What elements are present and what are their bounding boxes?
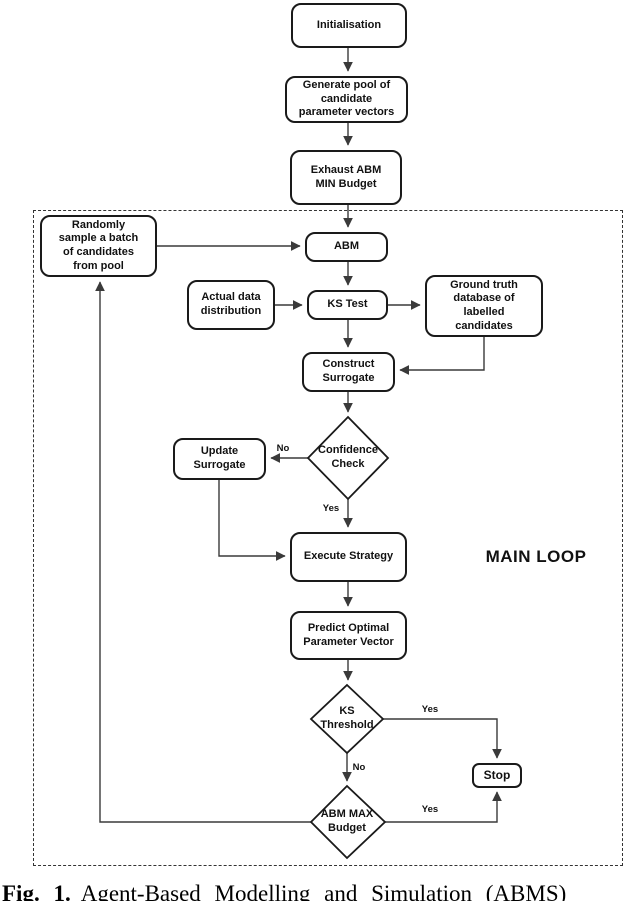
main-loop-region-label: MAIN LOOP [485, 547, 587, 566]
diamond-label-confidence-check: Confidence Check [318, 444, 378, 470]
edge-budget-no-loop-to-sample [95, 281, 311, 823]
diamond-ks-threshold [309, 683, 385, 755]
diamond-label-ks-threshold: KS Threshold [320, 705, 374, 731]
edge-groundtruth-to-construct [399, 337, 485, 375]
edge-label-confidence-yes: Yes [322, 503, 340, 514]
node-actual-data-distribution: Actual data distribution [187, 280, 275, 330]
node-construct-surrogate: Construct Surrogate [302, 352, 395, 392]
diamond-confidence-check [306, 415, 390, 501]
edge-threshold-yes-to-stop [383, 718, 502, 759]
main-loop-boundary [33, 210, 623, 866]
edge-label-threshold-yes: Yes [421, 704, 439, 715]
node-ks-test: KS Test [307, 290, 388, 320]
node-randomly-sample: Randomly sample a batch of candidates fr… [40, 215, 157, 277]
node-exhaust-abm-min-budget: Exhaust ABM MIN Budget [290, 150, 402, 205]
edge-label-threshold-no: No [352, 762, 366, 773]
figure-caption: Fig. 1. Agent-Based Modelling and Simulat… [2, 881, 640, 901]
figure-caption-number: Fig. 1. [2, 881, 71, 901]
figure-caption-text: Agent-Based Modelling and Simulation (AB… [80, 881, 567, 901]
diamond-abm-max-budget [309, 784, 387, 860]
edge-label-budget-yes: Yes [421, 804, 439, 815]
edge-label-confidence-no: No [276, 443, 290, 454]
node-ground-truth-database: Ground truth database of labelled candid… [425, 275, 543, 337]
node-abm: ABM [305, 232, 388, 262]
edge-update-to-execute [218, 480, 286, 561]
node-predict-optimal: Predict Optimal Parameter Vector [290, 611, 407, 660]
node-update-surrogate: Update Surrogate [173, 438, 266, 480]
node-generate-pool: Generate pool of candidate parameter vec… [285, 76, 408, 123]
node-initialisation: Initialisation [291, 3, 407, 48]
node-execute-strategy: Execute Strategy [290, 532, 407, 582]
edge-budget-yes-to-stop [385, 791, 502, 823]
node-stop: Stop [472, 763, 522, 788]
diamond-label-abm-max-budget: ABM MAX Budget [320, 808, 374, 834]
